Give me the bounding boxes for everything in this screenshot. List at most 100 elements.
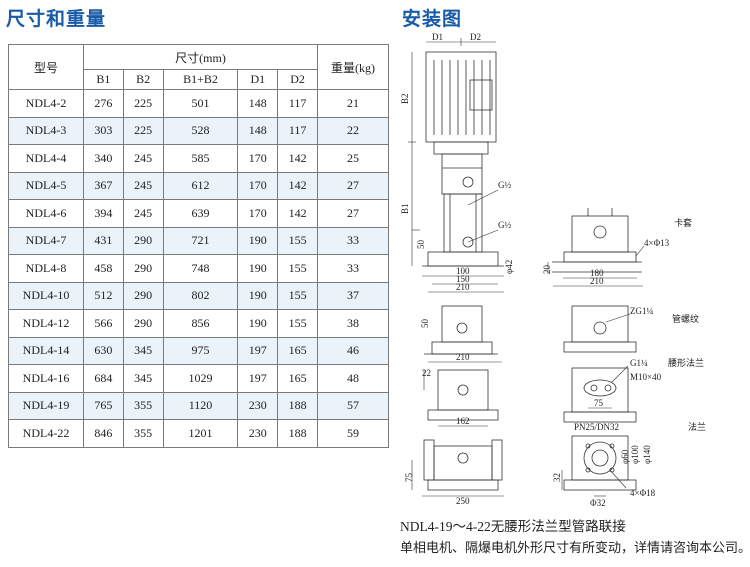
label-32: 32: [552, 473, 562, 482]
label-phi60: φ60: [620, 449, 630, 464]
col-d2-header: D2: [277, 69, 318, 90]
label-75b: 75: [404, 473, 414, 483]
installation-drawing: D1 D2 B2 B1 G½ G½ 50 100 150 210 φ42 卡套 …: [400, 32, 706, 508]
label-210: 210: [456, 282, 470, 292]
table-cell: 165: [277, 364, 318, 393]
col-b2-header: B2: [122, 69, 164, 90]
cell-model: NDL4-3: [8, 116, 84, 145]
table-cell: 27: [317, 171, 389, 200]
label-b2: B2: [400, 93, 410, 104]
table-cell: 290: [122, 226, 164, 255]
label-phi100: φ100: [630, 445, 640, 464]
table-cell: 155: [277, 309, 318, 338]
label-150: 150: [456, 274, 470, 284]
label-phi140: φ140: [642, 445, 652, 464]
table-cell: 117: [277, 89, 318, 118]
cell-model: NDL4-22: [8, 419, 84, 448]
table-cell: 245: [122, 199, 164, 228]
cell-model: NDL4-12: [8, 309, 84, 338]
col-weight-header: 重量(kg): [317, 44, 389, 90]
pump-elevation: [422, 51, 504, 267]
label-holes-4x18: 4×Φ18: [630, 488, 656, 498]
col-b1-header: B1: [83, 69, 124, 90]
table-cell: 802: [162, 281, 239, 310]
col-model-header: 型号: [8, 44, 84, 90]
label-waist-flange: 腰形法兰: [668, 357, 704, 368]
table-cell: 290: [122, 281, 164, 310]
table-cell: 512: [83, 281, 124, 310]
table-cell: 340: [83, 144, 124, 173]
thread-view-right: [563, 305, 637, 353]
flange-view-left: [423, 439, 503, 491]
table-cell: 367: [83, 171, 124, 200]
table-cell: 585: [162, 144, 239, 173]
table-cell: 566: [83, 309, 124, 338]
table-cell: 142: [277, 199, 318, 228]
table-cell: 975: [162, 336, 239, 365]
note-line-1: NDL4-19～4-22无腰形法兰型管路联接: [400, 519, 626, 534]
table-cell: 148: [237, 116, 279, 145]
table-cell: 856: [162, 309, 239, 338]
cell-model: NDL4-10: [8, 281, 84, 310]
table-cell: 21: [317, 89, 389, 118]
table-cell: 230: [237, 391, 279, 420]
label-50b: 50: [420, 319, 430, 329]
label-210c: 210: [456, 352, 470, 362]
cell-model: NDL4-6: [8, 199, 84, 228]
flange-view-right: [563, 435, 637, 491]
table-cell: 245: [122, 171, 164, 200]
label-100: 100: [456, 266, 470, 276]
label-b1: B1: [400, 203, 410, 214]
cell-model: NDL4-4: [8, 144, 84, 173]
label-phi32: Φ32: [590, 498, 606, 508]
label-180: 180: [590, 268, 604, 278]
label-thread: 管螺纹: [672, 313, 699, 324]
label-250: 250: [456, 496, 470, 506]
label-d1: D1: [432, 32, 443, 42]
label-75: 75: [594, 398, 604, 408]
label-g-half-top: G½: [498, 180, 511, 190]
table-cell: 33: [317, 226, 389, 255]
table-cell: 165: [277, 336, 318, 365]
col-d1-header: D1: [237, 69, 279, 90]
label-d2: D2: [470, 32, 481, 42]
table-cell: 630: [83, 336, 124, 365]
table-cell: 290: [122, 254, 164, 283]
label-phi42: φ42: [504, 260, 514, 274]
cell-model: NDL4-16: [8, 364, 84, 393]
table-cell: 225: [122, 116, 164, 145]
label-50: 50: [416, 240, 426, 250]
table-cell: 190: [237, 309, 279, 338]
table-cell: 230: [237, 419, 279, 448]
table-cell: 190: [237, 254, 279, 283]
table-cell: 170: [237, 199, 279, 228]
table-cell: 155: [277, 226, 318, 255]
col-b1b2-header: B1+B2: [162, 69, 239, 90]
table-cell: 142: [277, 171, 318, 200]
cell-model: NDL4-14: [8, 336, 84, 365]
table-cell: 276: [83, 89, 124, 118]
table-cell: 22: [317, 116, 389, 145]
table-cell: 225: [122, 89, 164, 118]
table-cell: 528: [162, 116, 239, 145]
table-cell: 501: [162, 89, 239, 118]
label-pn: PN25/DN32: [574, 422, 619, 432]
cell-model: NDL4-2: [8, 89, 84, 118]
clamp-view: [552, 208, 642, 273]
cell-model: NDL4-8: [8, 254, 84, 283]
table-cell: 684: [83, 364, 124, 393]
cell-model: NDL4-5: [8, 171, 84, 200]
table-cell: 721: [162, 226, 239, 255]
label-clamp: 卡套: [674, 217, 692, 228]
label-g-quarter: G1¼: [630, 358, 648, 368]
table-cell: 345: [122, 364, 164, 393]
table-cell: 458: [83, 254, 124, 283]
